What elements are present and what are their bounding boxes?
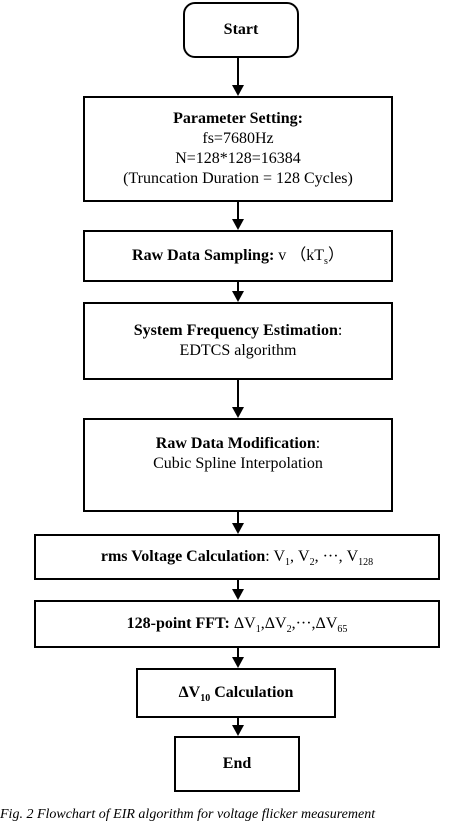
raw-data-sampling-expr-end: ） <box>327 247 344 264</box>
frequency-estimation-heading: System Frequency Estimation: <box>134 321 343 341</box>
rms-voltage-colon: : <box>265 548 270 565</box>
arrowhead-8 <box>232 725 244 736</box>
fft-box: 128-point FFT: ΔV1,ΔV2,···,ΔV65 <box>34 600 440 648</box>
rms-voltage-title: rms Voltage Calculation <box>100 548 266 565</box>
arrowhead-5 <box>232 523 244 534</box>
rms-sep-2: , ···, V <box>314 548 359 565</box>
rms-voltage-box: rms Voltage Calculation: V1, V2, ···, V1… <box>34 534 440 580</box>
delta-v10-prefix: ΔV <box>178 684 201 701</box>
arrowhead-2 <box>232 219 244 230</box>
raw-data-sampling-box: Raw Data Sampling: v （kTs） <box>83 230 393 282</box>
raw-data-sampling-subscript: s <box>324 256 328 268</box>
fft-sep-1: ,ΔV <box>260 615 287 632</box>
arrowhead-1 <box>232 85 244 96</box>
figure-caption: Fig. 2 Flowchart of EIR algorithm for vo… <box>0 807 376 822</box>
frequency-estimation-colon: : <box>337 322 343 339</box>
raw-data-modification-box: Raw Data Modification: Cubic Spline Inte… <box>83 418 393 512</box>
delta-v10-text: ΔV10 Calculation <box>178 683 294 705</box>
arrowhead-7 <box>232 657 244 668</box>
delta-v10-box: ΔV10 Calculation <box>136 668 336 718</box>
raw-data-modification-colon: : <box>315 435 321 452</box>
fft-sub-2: 2 <box>286 624 292 636</box>
fft-title: 128-point FFT: <box>126 615 230 632</box>
rms-v1: V <box>273 548 286 565</box>
raw-data-modification-heading: Raw Data Modification: <box>156 434 320 454</box>
raw-data-modification-detail: Cubic Spline Interpolation <box>153 455 323 472</box>
fft-sub-3: 65 <box>337 624 348 636</box>
delta-v10-sub: 10 <box>200 693 211 705</box>
param-fs: fs=7680Hz <box>202 130 274 147</box>
parameter-setting-box: Parameter Setting: fs=7680Hz N=128*128=1… <box>83 96 393 202</box>
fft-text: 128-point FFT: ΔV1,ΔV2,···,ΔV65 <box>126 614 348 636</box>
delta-v10-suffix: Calculation <box>210 684 294 701</box>
fft-dv1: ΔV <box>233 615 256 632</box>
frequency-estimation-title: System Frequency Estimation <box>133 322 338 339</box>
frequency-estimation-box: System Frequency Estimation: EDTCS algor… <box>83 302 393 380</box>
fft-sub-1: 1 <box>255 624 261 636</box>
parameter-setting-title: Parameter Setting: <box>173 110 303 127</box>
start-node: Start <box>183 2 299 58</box>
frequency-estimation-detail: EDTCS algorithm <box>179 342 297 359</box>
rms-voltage-text: rms Voltage Calculation: V1, V2, ···, V1… <box>100 547 374 569</box>
rms-sub-3: 128 <box>358 557 374 569</box>
rms-sub-1: 1 <box>285 557 291 569</box>
param-n: N=128*128=16384 <box>175 150 301 167</box>
rms-sep-1: , V <box>290 548 310 565</box>
arrowhead-6 <box>232 589 244 600</box>
rms-sub-2: 2 <box>309 557 315 569</box>
end-node: End <box>174 736 300 792</box>
arrowhead-4 <box>232 407 244 418</box>
raw-data-sampling-text: Raw Data Sampling: v （kTs） <box>132 246 344 268</box>
param-truncation: (Truncation Duration = 128 Cycles) <box>123 170 353 187</box>
arrowhead-3 <box>232 291 244 302</box>
end-label: End <box>222 755 252 772</box>
start-label: Start <box>223 21 259 38</box>
raw-data-modification-title: Raw Data Modification <box>155 435 316 452</box>
raw-data-sampling-title: Raw Data Sampling: <box>132 247 275 264</box>
raw-data-sampling-expr: v （kT <box>278 247 325 264</box>
fft-sep-2: ,···,ΔV <box>291 615 338 632</box>
